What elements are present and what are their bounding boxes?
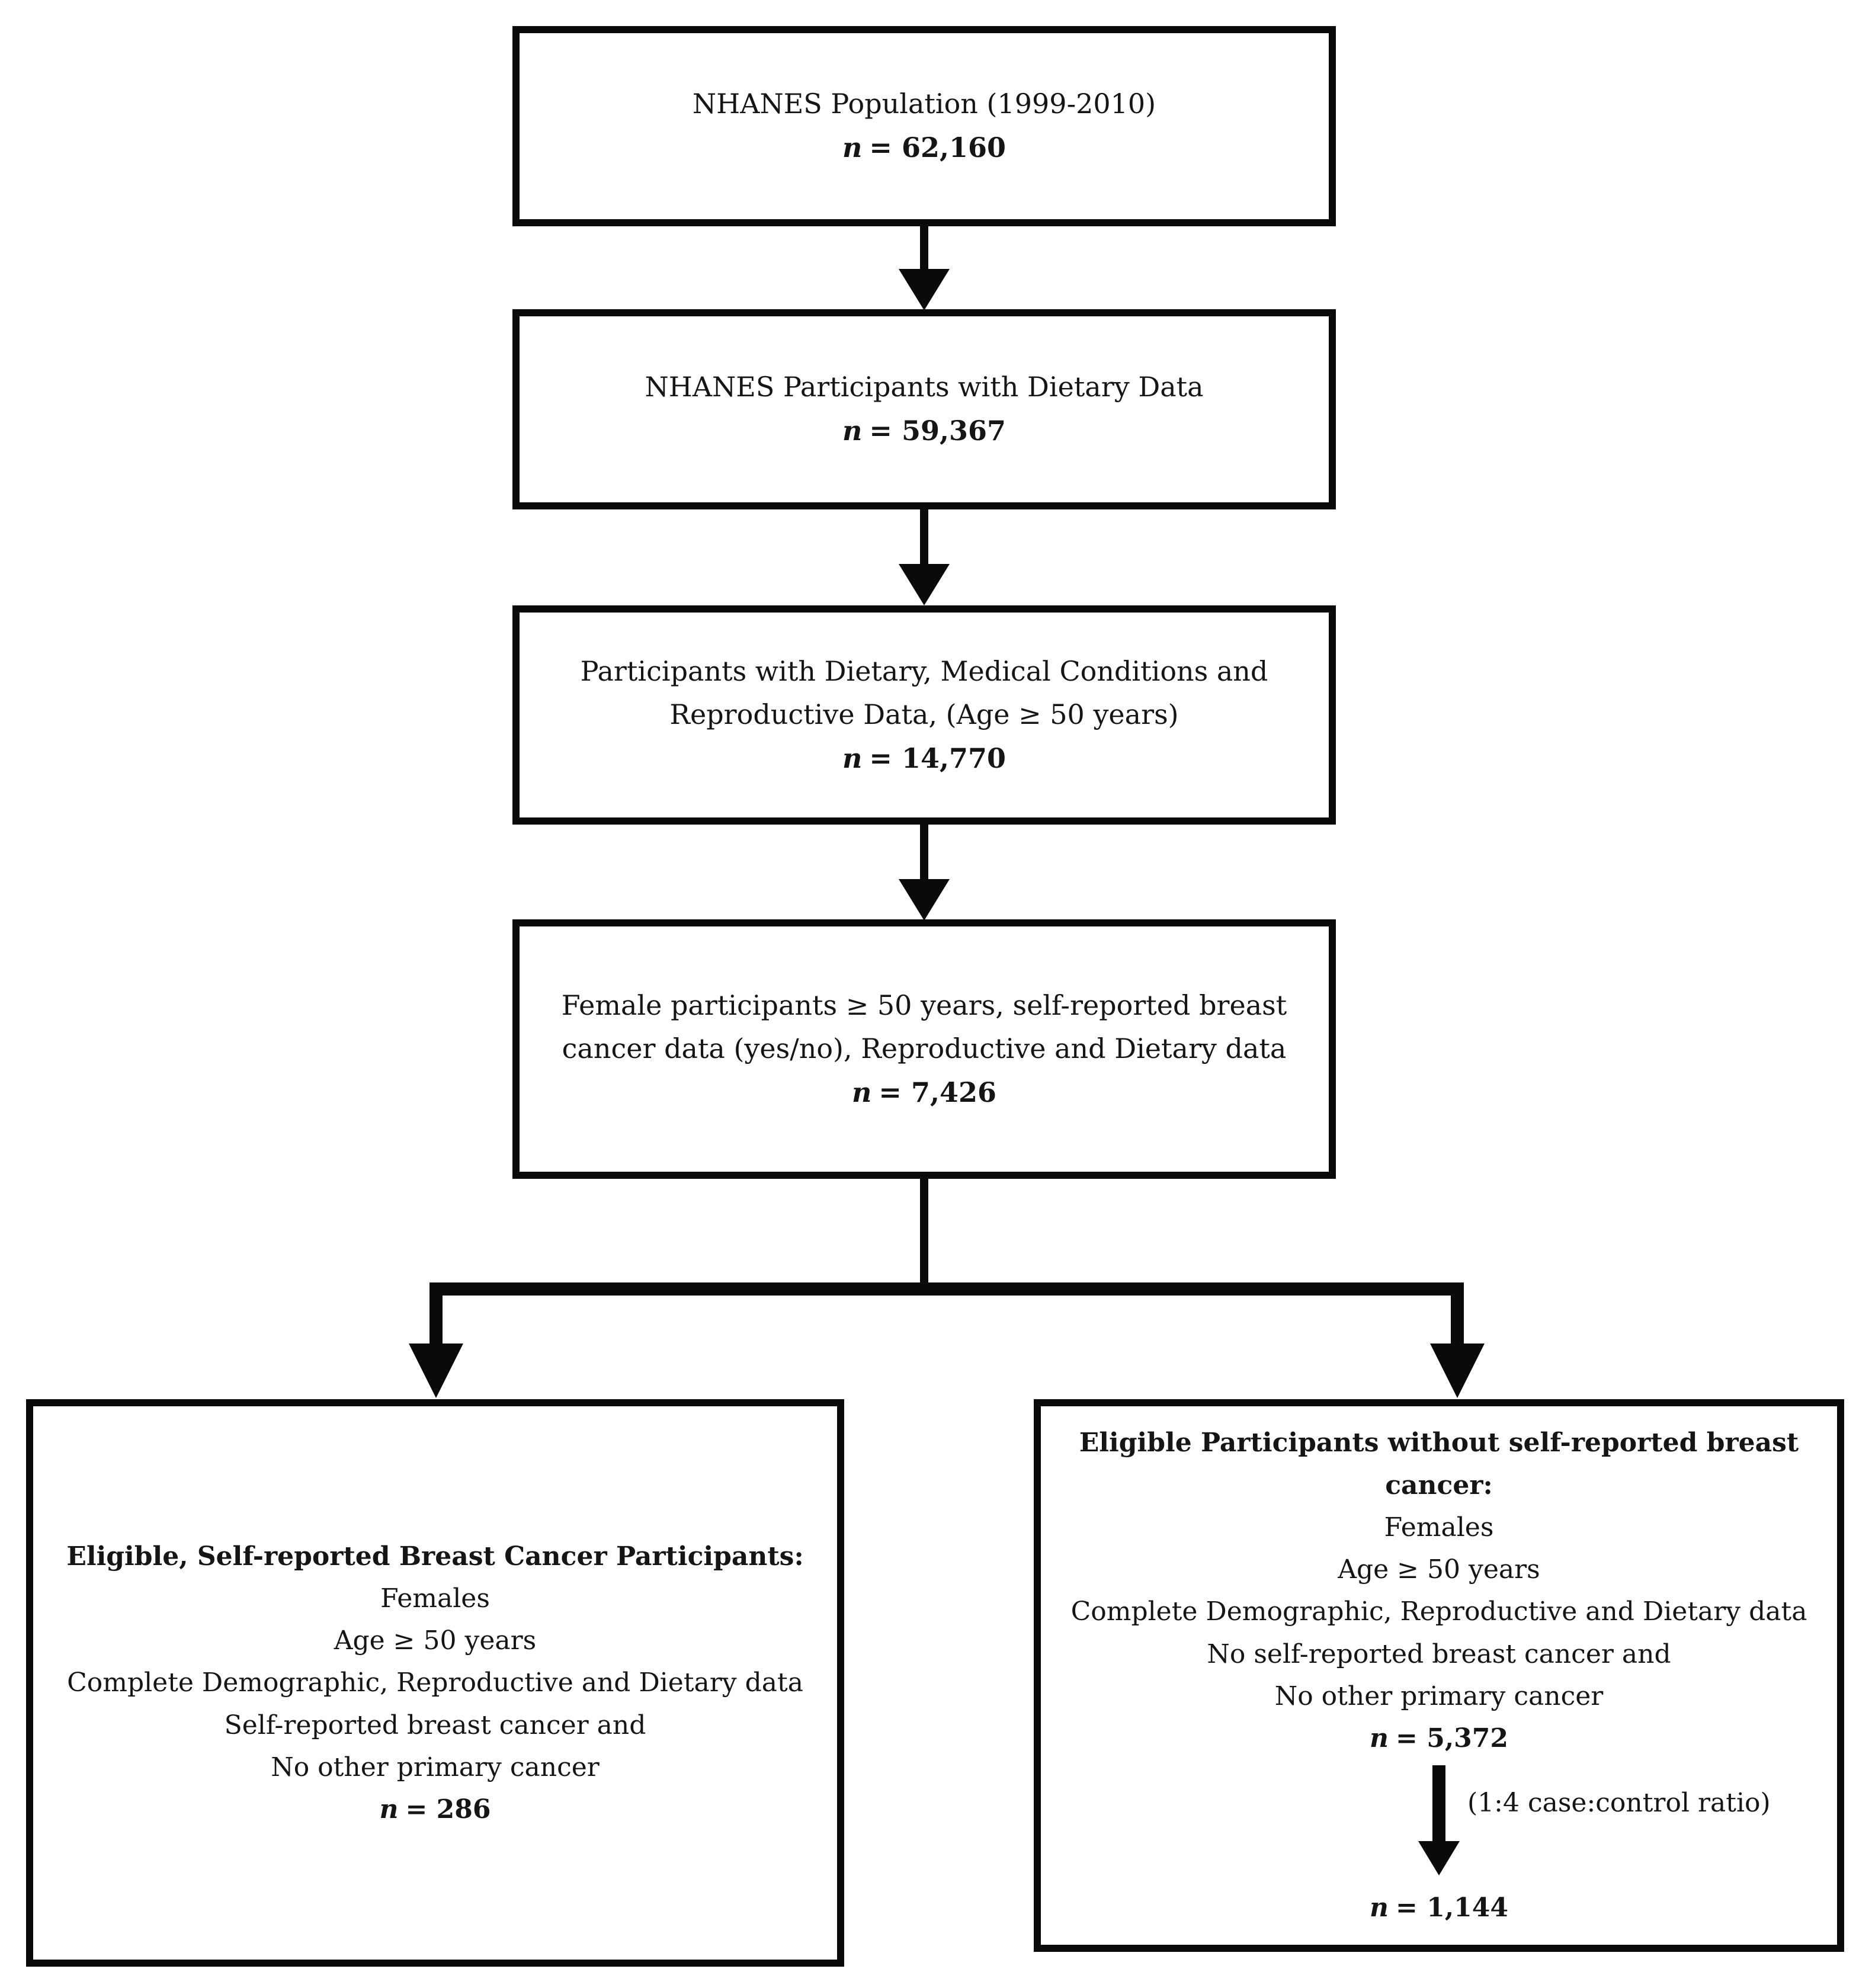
ratio-down-arrow-icon [1418, 1841, 1460, 1876]
branch-bar [429, 1282, 1464, 1296]
text-line: Reproductive Data, (Age ≥ 50 years) [669, 698, 1179, 731]
n-symbol: n [1370, 1893, 1389, 1923]
n-count: n= 1,144 [1053, 1887, 1825, 1929]
box-text: Eligible, Self-reported Breast Cancer Pa… [33, 1535, 837, 1831]
text-line: Age ≥ 50 years [334, 1625, 537, 1656]
down-arrow-icon [899, 879, 950, 921]
text-line: NHANES Participants with Dietary Data [645, 371, 1204, 403]
text-line: No other primary cancer [271, 1752, 600, 1782]
box-dietary-data: NHANES Participants with Dietary Data n=… [512, 309, 1336, 509]
down-arrow-shaft [920, 226, 928, 271]
n-value: = 1,144 [1396, 1893, 1508, 1923]
box-medical-reproductive: Participants with Dietary, Medical Condi… [512, 605, 1336, 825]
box-female-participants: Female participants ≥ 50 years, self-rep… [512, 919, 1336, 1179]
n-count: n= 7,426 [531, 1071, 1317, 1115]
down-arrow-icon [1430, 1343, 1485, 1398]
n-count: n= 286 [45, 1788, 825, 1830]
text-line: Females [1384, 1512, 1494, 1543]
text-line: Age ≥ 50 years [1338, 1554, 1540, 1585]
n-count: n= 14,770 [531, 737, 1317, 781]
box-controls: Eligible Participants without self-repor… [1034, 1399, 1844, 1952]
down-arrow-shaft [920, 509, 928, 566]
box-text: NHANES Population (1999-2010) n= 62,160 [520, 82, 1329, 169]
text-line: Complete Demographic, Reproductive and D… [1070, 1596, 1807, 1627]
n-symbol: n [842, 415, 863, 447]
n-count: n= 5,372 [1053, 1717, 1825, 1759]
n-value: = 62,160 [869, 132, 1006, 163]
box-nhanes-population: NHANES Population (1999-2010) n= 62,160 [512, 26, 1336, 226]
n-value: = 5,372 [1396, 1723, 1508, 1754]
n-count: n= 62,160 [531, 126, 1317, 170]
box-title: Eligible, Self-reported Breast Cancer Pa… [66, 1541, 804, 1572]
text-line: Self-reported breast cancer and [224, 1710, 646, 1740]
n-count: n= 59,367 [531, 409, 1317, 453]
n-value: = 286 [405, 1794, 491, 1825]
down-arrow-icon [409, 1343, 463, 1398]
branch-right-drop [1451, 1282, 1464, 1345]
box-breast-cancer-cases: Eligible, Self-reported Breast Cancer Pa… [26, 1399, 844, 1967]
branch-left-drop [429, 1282, 443, 1345]
n-value: = 7,426 [879, 1076, 997, 1108]
n-symbol: n [1370, 1723, 1389, 1754]
box-text: Female participants ≥ 50 years, self-rep… [520, 984, 1329, 1115]
n-value: = 59,367 [869, 415, 1006, 447]
text-line: Females [380, 1583, 490, 1614]
text-line: No self-reported breast cancer and [1207, 1639, 1671, 1669]
down-arrow-icon [899, 564, 950, 605]
n-symbol: n [379, 1794, 399, 1825]
text-line: Female participants ≥ 50 years, self-rep… [561, 989, 1287, 1021]
ratio-arrow-block: (1:4 case:control ratio) [1053, 1759, 1825, 1887]
text-line: NHANES Population (1999-2010) [692, 88, 1156, 120]
n-symbol: n [842, 132, 863, 163]
box-text: Participants with Dietary, Medical Condi… [520, 650, 1329, 781]
ratio-label: (1:4 case:control ratio) [1467, 1788, 1771, 1819]
down-arrow-icon [899, 269, 950, 310]
n-symbol: n [842, 742, 863, 774]
ratio-arrow-shaft [1432, 1765, 1445, 1843]
text-line: cancer data (yes/no), Reproductive and D… [562, 1033, 1287, 1065]
n-value: = 14,770 [869, 742, 1006, 774]
text-line: Participants with Dietary, Medical Condi… [580, 655, 1268, 687]
box-text: NHANES Participants with Dietary Data n=… [520, 365, 1329, 453]
box-text: Eligible Participants without self-repor… [1041, 1422, 1837, 1929]
box-title: Eligible Participants without self-repor… [1079, 1428, 1799, 1500]
branch-stem [920, 1179, 928, 1285]
text-line: No other primary cancer [1274, 1681, 1604, 1711]
down-arrow-shaft [920, 825, 928, 881]
n-symbol: n [851, 1076, 872, 1108]
text-line: Complete Demographic, Reproductive and D… [67, 1668, 803, 1698]
